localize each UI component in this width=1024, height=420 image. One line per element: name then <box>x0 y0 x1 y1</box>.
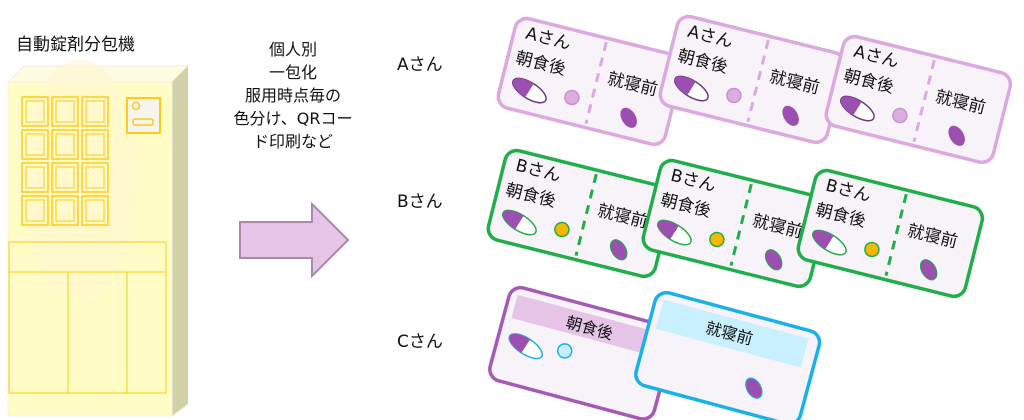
packet-divider <box>729 183 753 267</box>
tablet-cassette <box>81 195 109 226</box>
capsule-icon <box>840 95 875 122</box>
packet-divider <box>884 193 908 277</box>
capsule-icon <box>502 209 537 236</box>
capsule-icon <box>812 229 847 256</box>
tablet-cassette-grid <box>21 96 109 226</box>
tablet-cassette <box>51 162 79 193</box>
capsule-purple-half <box>509 333 531 353</box>
capsule-icon <box>508 333 544 360</box>
person-label-b: Bさん <box>397 192 443 212</box>
capsule-purple-half <box>657 220 679 240</box>
tablet-cassette <box>21 129 49 160</box>
capsule-purple-half <box>502 210 524 230</box>
tablet-cassette <box>81 129 109 160</box>
packet-outline <box>796 168 985 299</box>
tablet-cassette-inner <box>25 166 45 189</box>
tablet-cassette-inner <box>55 166 75 189</box>
packet-c-morning: 朝食後 <box>488 285 676 420</box>
process-line: 個人別 <box>268 40 317 59</box>
tablet-cassette <box>51 195 79 226</box>
tablet-dot-icon <box>709 231 725 248</box>
packet-c-bedtime: 就寝前 <box>634 290 822 420</box>
pill-icon <box>745 377 763 399</box>
pill-icon <box>782 105 799 126</box>
control-panel <box>126 97 161 134</box>
panel-button-icon <box>131 101 141 111</box>
tablet-dot-icon <box>564 89 580 106</box>
tablet-cassette <box>21 195 49 226</box>
packet-outline <box>824 34 1013 165</box>
tablet-cassette-inner <box>85 100 105 123</box>
tablet-cassette-inner <box>25 133 45 156</box>
capsule-purple-half <box>812 230 834 250</box>
tablet-cassette <box>51 129 79 160</box>
machine-title: 自動錠剤分包機 <box>16 35 135 55</box>
tablet-cassette-inner <box>55 133 75 156</box>
tablet-dot-icon <box>726 87 742 104</box>
tablet-cassette <box>81 162 109 193</box>
capsule-purple-half <box>674 76 696 96</box>
tablet-dot-icon <box>554 221 570 238</box>
tablet-cassette-inner <box>55 199 75 222</box>
person-label-c: Cさん <box>397 332 443 352</box>
pill-icon <box>919 259 938 281</box>
pill-icon <box>764 249 783 271</box>
process-line: 服用時点毎の <box>244 86 341 105</box>
tablet-cassette-inner <box>25 199 45 222</box>
process-line: 色分け、QRコー <box>233 109 353 128</box>
packet-divider <box>574 173 598 257</box>
packet-divider <box>912 59 936 143</box>
tablet-cassette <box>21 96 49 127</box>
tablet-dot-icon <box>556 343 573 359</box>
tablet-dot-icon <box>864 241 880 258</box>
capsule-purple-half <box>512 78 534 98</box>
process-description: 個人別 一包化 服用時点毎の 色分け、QRコー ド印刷など <box>218 38 368 153</box>
tablet-cassette-inner <box>85 133 105 156</box>
capsule-icon <box>512 77 547 104</box>
packet-divider <box>584 41 608 125</box>
medicine-packets: Aさん朝食後就寝前Aさん朝食後就寝前Aさん朝食後就寝前Bさん朝食後就寝前Bさん朝… <box>486 14 1013 420</box>
process-line: ド印刷など <box>252 132 333 151</box>
person-label-a: Aさん <box>397 55 443 75</box>
panel-slot-icon <box>132 118 154 126</box>
tablet-cassette-inner <box>85 166 105 189</box>
process-line: 一包化 <box>268 63 317 82</box>
tablet-cassette-inner <box>85 199 105 222</box>
packet-header-band <box>511 294 669 359</box>
packet-divider <box>746 39 770 123</box>
tablet-cassette-inner <box>55 100 75 123</box>
pill-icon <box>948 125 965 146</box>
tablet-cassette <box>21 162 49 193</box>
capsule-icon <box>657 219 692 246</box>
tablet-dot-icon <box>892 107 908 124</box>
tablet-cassette-inner <box>25 100 45 123</box>
tablet-cassette <box>51 96 79 127</box>
pill-icon <box>609 239 628 261</box>
capsule-purple-half <box>840 96 862 116</box>
capsule-icon <box>674 75 709 102</box>
packet-header-band <box>655 299 809 368</box>
process-arrow-icon <box>239 201 350 279</box>
pill-icon <box>620 107 637 128</box>
dispensing-machine <box>6 60 190 417</box>
tablet-cassette <box>81 96 109 127</box>
